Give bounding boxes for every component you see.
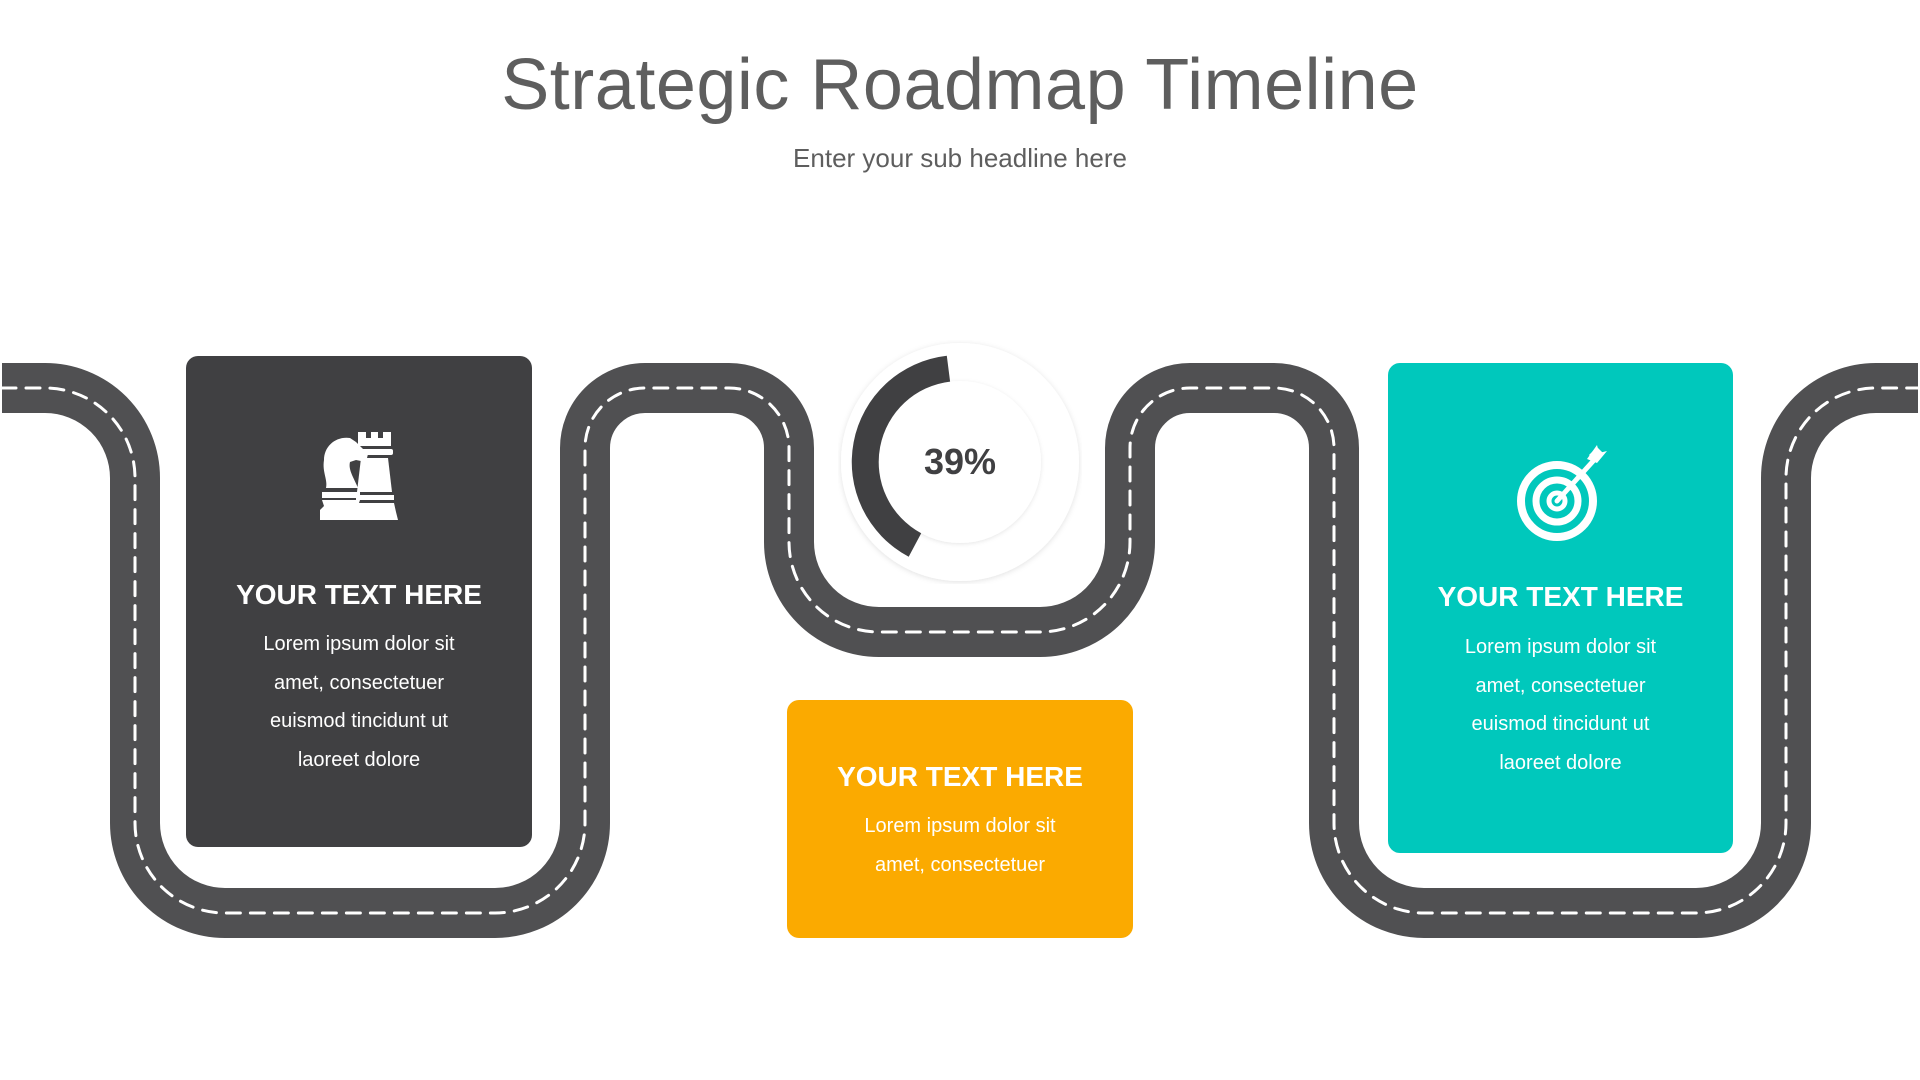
- card-body-line: amet, consectetuer: [874, 853, 1046, 876]
- chess-icon: [186, 432, 532, 520]
- card-heading: YOUR TEXT HERE: [236, 579, 482, 610]
- milestone-card-center: YOUR TEXT HERE Lorem ipsum dolor sit ame…: [787, 700, 1133, 938]
- page-subtitle: Enter your sub headline here: [793, 143, 1127, 173]
- milestone-card-right: YOUR TEXT HERE Lorem ipsum dolor sit ame…: [1388, 363, 1733, 853]
- card-body-line: laoreet dolore: [297, 748, 421, 771]
- card-heading: YOUR TEXT HERE: [837, 761, 1083, 792]
- progress-donut: [841, 343, 1079, 581]
- card-body: Lorem ipsum dolor sit amet, consectetuer…: [186, 625, 532, 779]
- progress-percentage: 39%: [923, 441, 997, 482]
- card-body: Lorem ipsum dolor sit amet, consectetuer…: [1388, 628, 1733, 782]
- card-body-line: euismod tincidunt ut: [1471, 713, 1650, 735]
- card-body-line: Lorem ipsum dolor sit: [864, 815, 1056, 837]
- card-body-line: laoreet dolore: [1499, 751, 1622, 774]
- card-body-line: amet, consectetuer: [273, 671, 445, 694]
- card-body-line: Lorem ipsum dolor sit: [263, 633, 455, 655]
- road-center-dashes: [0, 386, 1920, 915]
- card-body: Lorem ipsum dolor sit amet, consectetuer: [787, 807, 1133, 884]
- card-body-line: amet, consectetuer: [1475, 674, 1646, 697]
- card-body-line: euismod tincidunt ut: [270, 710, 448, 732]
- target-icon: [1388, 443, 1733, 543]
- milestone-card-left: YOUR TEXT HERE Lorem ipsum dolor sit ame…: [186, 356, 532, 847]
- card-body-line: Lorem ipsum dolor sit: [1464, 636, 1657, 658]
- donut-progress-arc: [851, 355, 951, 557]
- card-heading: YOUR TEXT HERE: [1437, 581, 1684, 612]
- donut-inner-disc: [879, 381, 1041, 543]
- page-title: Strategic Roadmap Timeline: [501, 45, 1419, 125]
